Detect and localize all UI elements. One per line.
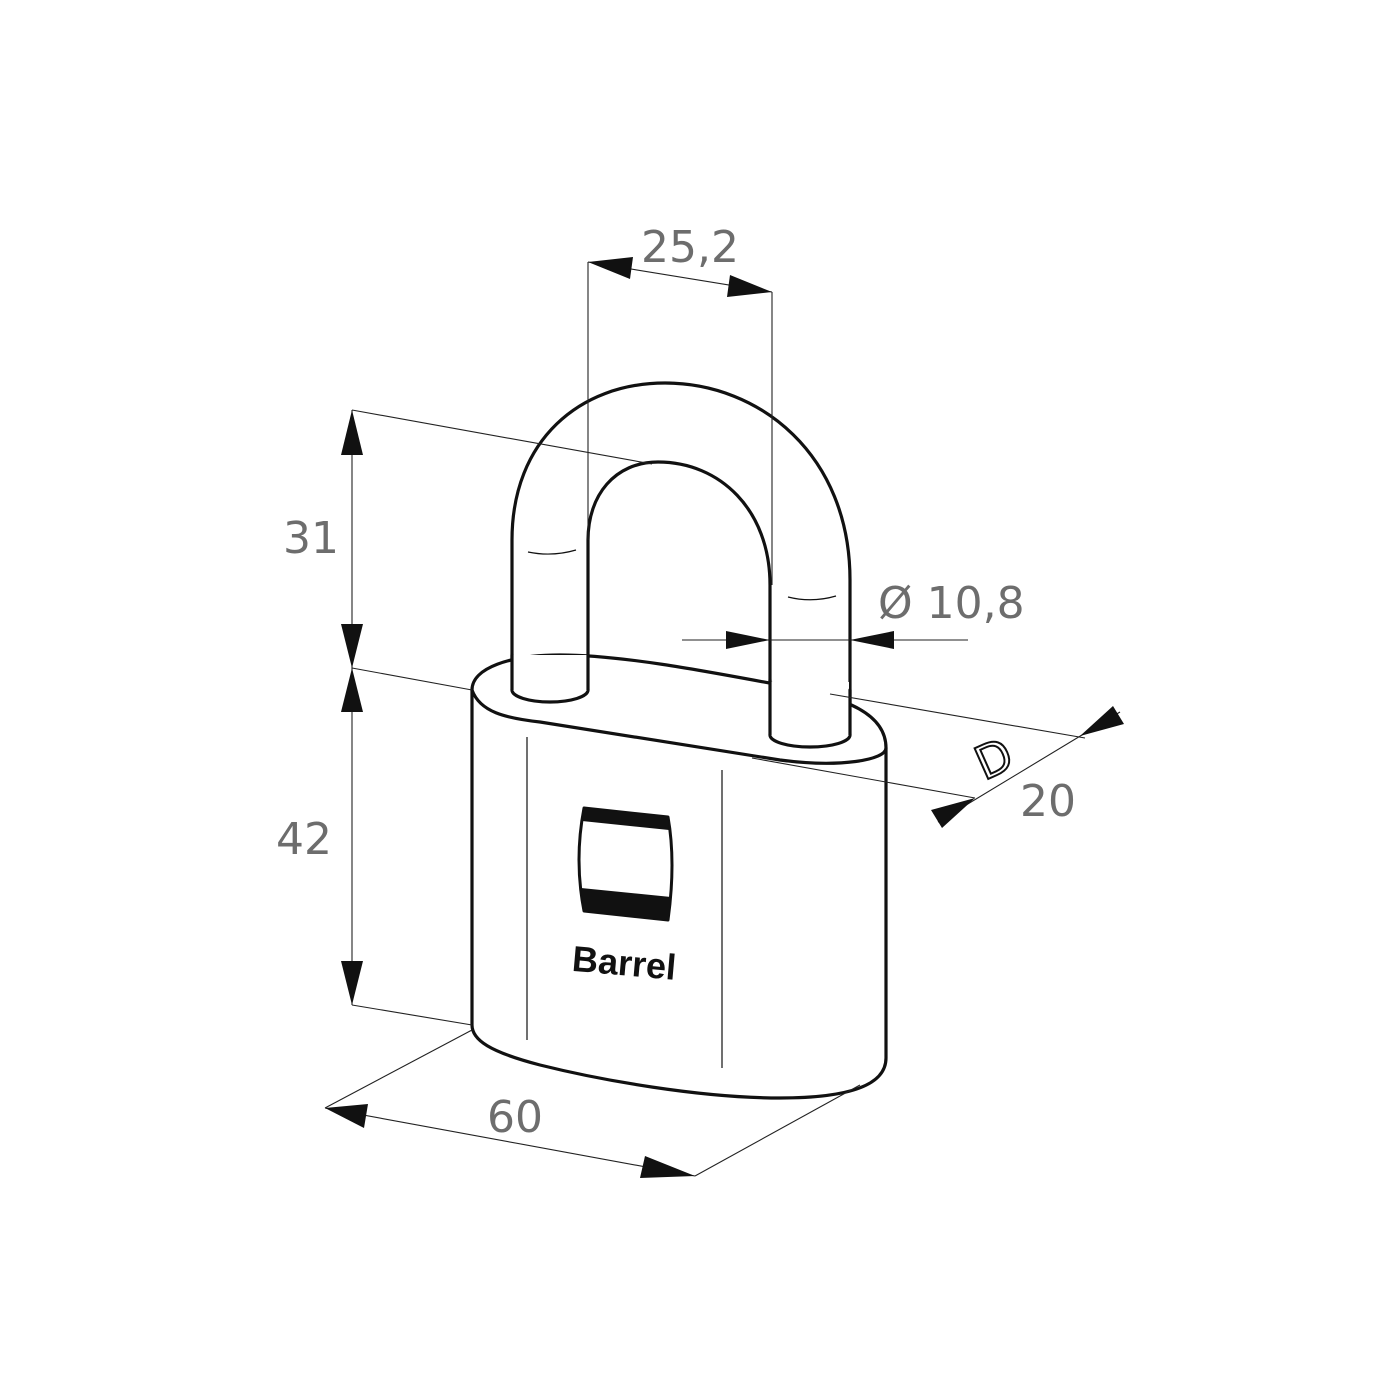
dim-arrow — [640, 1156, 695, 1178]
dim-label-shackle-diameter: Ø 10,8 — [878, 578, 1025, 629]
dim-label-body-height: 42 — [276, 814, 332, 865]
dim-arrow — [325, 1104, 368, 1128]
depth-letter-d: D — [967, 727, 1021, 791]
dim-arrow — [727, 275, 772, 297]
lock-body: Barrel — [470, 653, 888, 1100]
dim-label-shackle-inner-width: 25,2 — [641, 222, 739, 273]
dim-arrow — [931, 798, 975, 828]
dimension-body-height: 42 — [276, 667, 473, 1026]
dim-arrow — [588, 257, 633, 279]
dim-arrow — [726, 631, 770, 649]
dimension-shackle-diameter: Ø 10,8 — [682, 578, 1025, 649]
brand-label: Barrel — [571, 938, 678, 988]
shackle-outline — [510, 381, 852, 737]
shackle-left-highlight — [527, 549, 577, 555]
dim-arrow — [1080, 706, 1124, 736]
dim-arrow — [341, 668, 363, 712]
dimension-shackle-clearance: 31 — [283, 409, 653, 668]
dimension-shackle-inner-width: 25,2 — [587, 222, 773, 585]
dim-label-shackle-clearance: 31 — [283, 513, 339, 564]
dim-label-body-width: 60 — [487, 1092, 543, 1143]
dim-arrow — [341, 624, 363, 668]
shackle-right-highlight — [787, 595, 837, 601]
dim-arrow — [850, 631, 894, 649]
dim-label-body-depth: 20 — [1020, 776, 1076, 827]
dimension-body-width: 60 — [324, 1029, 861, 1178]
barrel-logo-icon — [577, 806, 674, 922]
body-top-edge — [470, 688, 888, 765]
dim-arrow — [341, 961, 363, 1005]
dim-arrow — [341, 410, 363, 455]
